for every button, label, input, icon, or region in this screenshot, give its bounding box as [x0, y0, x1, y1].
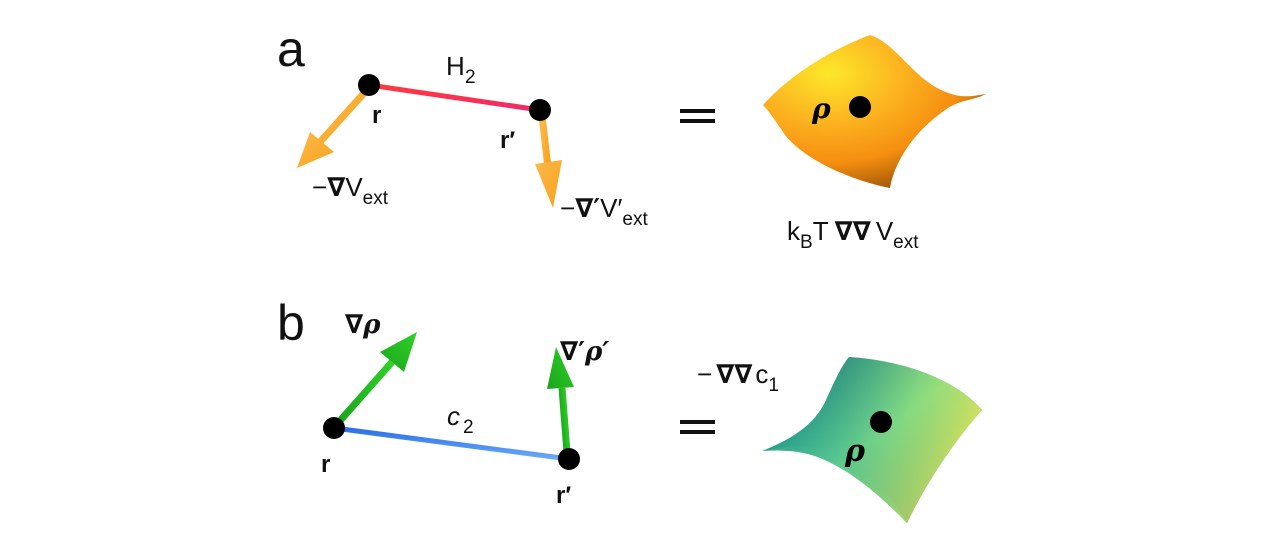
node-label-r-prime: r′ — [556, 482, 571, 509]
node-r — [358, 74, 380, 96]
label-gradprime-rho-prime: ∇′ρ′ — [560, 337, 609, 367]
rho-label-b: ρ — [844, 434, 866, 469]
svg-text:−∇Vext: −∇Vext — [312, 172, 389, 209]
node-r-prime — [558, 448, 580, 470]
surface-orange — [763, 35, 986, 188]
bond-c2 — [333, 425, 570, 462]
equals-sign-b — [680, 420, 715, 434]
node-label-r: r — [321, 451, 330, 478]
svg-text:−∇∇c1: −∇∇c1 — [697, 359, 779, 396]
gradient-arrow-right — [547, 347, 574, 453]
svg-text:H: H — [446, 51, 465, 81]
svg-text:kBT∇∇Vext: kBT∇∇Vext — [787, 216, 919, 253]
svg-text:∇ρ: ∇ρ — [345, 310, 381, 340]
svg-text:−∇′V′ext: −∇′V′ext — [560, 193, 648, 230]
rho-label-a: ρ — [811, 92, 831, 125]
node-label-r-prime: r′ — [500, 127, 515, 154]
arrowhead-icon — [535, 160, 562, 208]
bond-label-c2: c 2 — [447, 401, 474, 438]
arrowhead-icon — [380, 332, 417, 372]
caption-kbt-gradgrad-vext: kBT∇∇Vext — [787, 216, 919, 253]
surface-viridis — [762, 357, 982, 523]
bond-label-h2: H 2 — [446, 51, 476, 88]
panel-label-b: b — [277, 295, 305, 351]
label-grad-rho: ∇ρ — [345, 310, 381, 340]
panel-a: a H 2 r r′ −∇Vext −∇′ — [277, 21, 986, 253]
arrowhead-icon — [547, 347, 574, 389]
force-arrow-left — [297, 89, 368, 168]
node-label-r: r — [372, 102, 381, 129]
surface-point-b — [870, 411, 892, 433]
panel-label-a: a — [277, 21, 305, 77]
svg-text:c: c — [447, 401, 460, 431]
gradient-arrow-left — [335, 332, 417, 426]
label-neg-grad-vext: −∇Vext — [312, 172, 389, 209]
bond-h2 — [368, 82, 541, 113]
surface-point-a — [849, 96, 871, 118]
force-arrow-right — [535, 115, 562, 208]
node-r — [323, 417, 345, 439]
arrowhead-icon — [297, 132, 334, 168]
panel-b: b c 2 r r′ ∇ρ ∇′ρ′ — [277, 295, 982, 523]
svg-text:2: 2 — [465, 67, 476, 88]
equals-sign-a — [680, 109, 715, 123]
svg-text:2: 2 — [463, 417, 474, 438]
label-neg-gradprime-vext-prime: −∇′V′ext — [560, 193, 648, 230]
node-r-prime — [529, 99, 551, 121]
svg-text:∇′ρ′: ∇′ρ′ — [560, 337, 609, 367]
caption-neg-gradgrad-c1: −∇∇c1 — [697, 359, 779, 396]
